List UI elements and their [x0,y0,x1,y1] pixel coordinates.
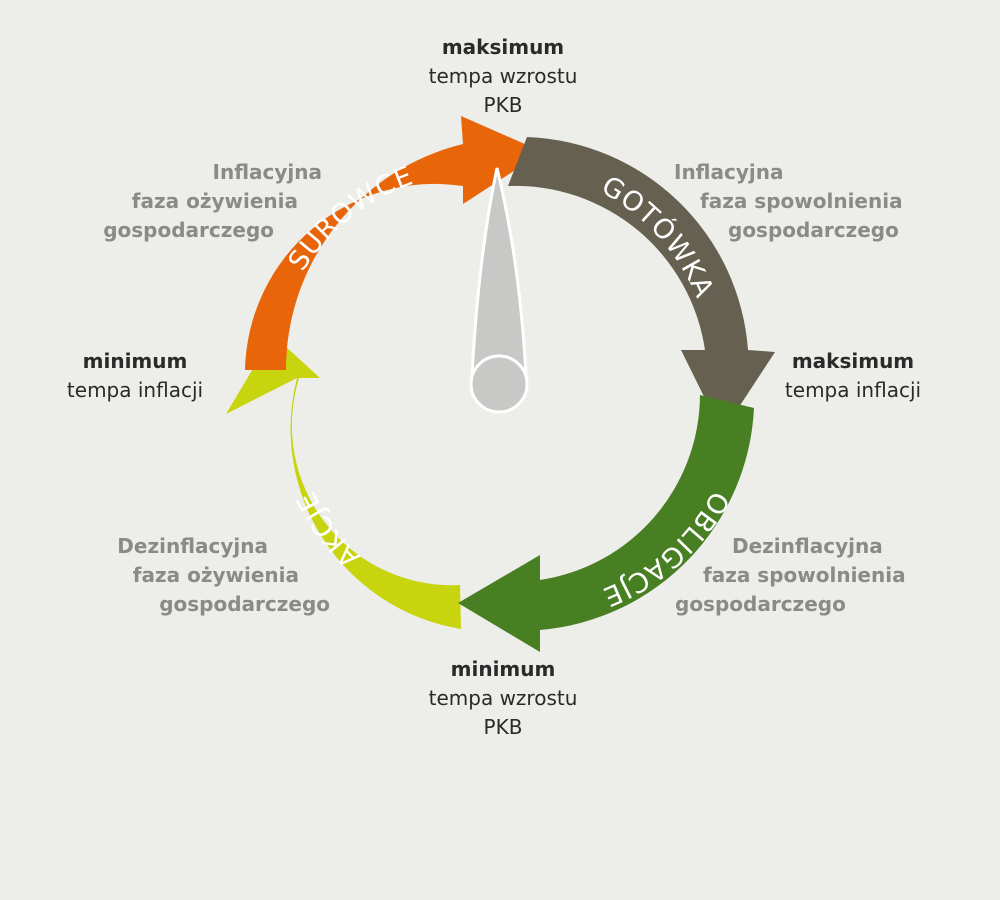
phase-bottom-left: Dezinflacyjna faza ożywienia gospodarcze… [60,532,330,619]
phase-bottom-right-line2: faza spowolnienia [703,563,906,587]
phase-top-left-line2: faza ożywienia [131,189,298,213]
milestone-right: maksimum tempa inflacji [758,347,948,405]
arc-akcje [226,335,461,629]
milestone-top: maksimum tempa wzrostu PKB [403,33,603,120]
phase-top-left-line3: gospodarczego [103,218,274,242]
phase-bottom-right: Dezinflacyjna faza spowolnienia gospodar… [675,532,935,619]
phase-bottom-right-line3: gospodarczego [675,592,846,616]
milestone-top-line3: PKB [483,93,523,117]
phase-top-right-line3: gospodarczego [728,218,899,242]
milestone-left-line2: tempa inflacji [66,378,204,402]
phase-bottom-left-line3: gospodarczego [159,592,330,616]
phase-top-right-line1: Inflacyjna [674,160,784,184]
milestone-left: minimum tempa inflacji [45,347,225,405]
milestone-bottom-line1: minimum [450,657,556,681]
milestone-bottom-line2: tempa wzrostu [428,686,578,710]
gauge-needle [470,167,528,378]
milestone-top-line2: tempa wzrostu [428,64,578,88]
arc-surowce [245,116,543,370]
phase-top-left: Inflacyjna faza ożywienia gospodarczego [70,158,322,245]
milestone-bottom-line3: PKB [483,715,523,739]
milestone-right-line2: tempa inflacji [784,378,922,402]
arc-gotowka [508,137,775,433]
phase-bottom-left-line2: faza ożywienia [132,563,299,587]
arc-obligacje [458,395,754,652]
phase-top-left-line1: Inflacyjna [212,160,322,184]
phase-bottom-left-line1: Dezinflacyjna [117,534,268,558]
milestone-left-line1: minimum [82,349,188,373]
gauge-hub [469,354,529,414]
phase-bottom-right-line1: Dezinflacyjna [732,534,883,558]
phase-top-right: Inflacyjna faza spowolnienia gospodarcze… [672,158,932,245]
phase-top-right-line2: faza spowolnienia [700,189,903,213]
milestone-bottom: minimum tempa wzrostu PKB [403,655,603,742]
milestone-top-line1: maksimum [441,35,565,59]
milestone-right-line1: maksimum [791,349,915,373]
